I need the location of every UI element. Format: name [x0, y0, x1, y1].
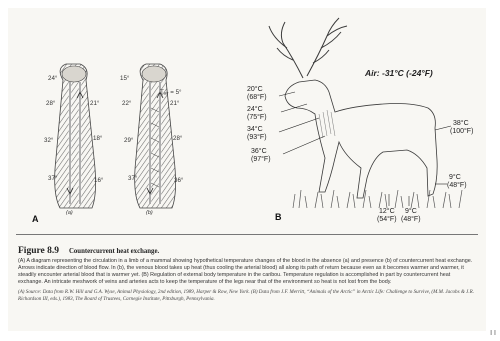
panel-b: Air: -31°C (-24°F) 20°C (68°F) 24°C (75°… [223, 8, 486, 228]
temp-label: 36° [174, 178, 183, 184]
figure-heading: Countercurrent heat exchange. [69, 248, 159, 255]
temp-fahrenheit: (93°F) [247, 134, 267, 141]
book-page: 24° 28° 21° 32° 18° 37° 16° 15° Tₐᵢᵣ = 5… [8, 8, 486, 331]
grass [293, 190, 462, 208]
sublabel-a: (a) [66, 210, 73, 216]
temp-fahrenheit: (48°F) [447, 182, 467, 189]
temp-label: 18° [93, 136, 102, 142]
panel-a: 24° 28° 21° 32° 18° 37° 16° 15° Tₐᵢᵣ = 5… [8, 8, 223, 228]
temp-fahrenheit: (48°F) [401, 216, 421, 223]
caption-source: (A) Source: Data from R.W. Hill and G.A.… [18, 289, 476, 302]
limb-a [55, 64, 96, 208]
temp-label: 37° [128, 176, 137, 182]
page-mark: I I [490, 330, 496, 337]
temp-fahrenheit: (75°F) [247, 114, 267, 121]
temp-label: 22° [122, 101, 131, 107]
temp-celsius: 20°C [247, 86, 263, 93]
temp-fahrenheit: (97°F) [251, 156, 271, 163]
limb-diagram [8, 8, 223, 228]
temp-celsius: 34°C [247, 126, 263, 133]
temp-label: 28° [173, 136, 182, 142]
temp-label: 29° [124, 138, 133, 144]
temp-label: 21° [90, 101, 99, 107]
air-temperature: Air: -31°C (-24°F) [365, 68, 433, 78]
caribou-body [285, 80, 437, 198]
air-temp-label: Tₐᵢᵣ = 5° [160, 90, 182, 96]
temp-label: 15° [120, 76, 129, 82]
temp-label: 21° [170, 101, 179, 107]
limb-b [135, 64, 176, 208]
sublabel-b: (b) [146, 210, 153, 216]
panel-label-b: B [275, 212, 282, 222]
figure-caption: Figure 8.9 Countercurrent heat exchange.… [18, 240, 476, 303]
caption-rule [16, 234, 478, 235]
temp-label: 24° [48, 76, 57, 82]
figure-number: Figure 8.9 [18, 246, 59, 256]
temp-celsius: 9°C [405, 208, 417, 215]
temp-celsius: 9°C [449, 174, 461, 181]
temp-celsius: 12°C [379, 208, 395, 215]
temp-label: 32° [44, 138, 53, 144]
temp-celsius: 36°C [251, 148, 267, 155]
temp-fahrenheit: (100°F) [450, 128, 473, 135]
temp-celsius: 24°C [247, 106, 263, 113]
temp-fahrenheit: (54°F) [377, 216, 397, 223]
temp-label: 16° [94, 178, 103, 184]
temp-fahrenheit: (68°F) [247, 94, 267, 101]
temp-label: 37° [48, 176, 57, 182]
temp-celsius: 38°C [453, 120, 469, 127]
antlers [269, 18, 347, 78]
temp-label: 28° [46, 101, 55, 107]
panel-label-a: A [32, 214, 39, 224]
caption-body: (A) A diagram representing the circulati… [18, 258, 476, 286]
